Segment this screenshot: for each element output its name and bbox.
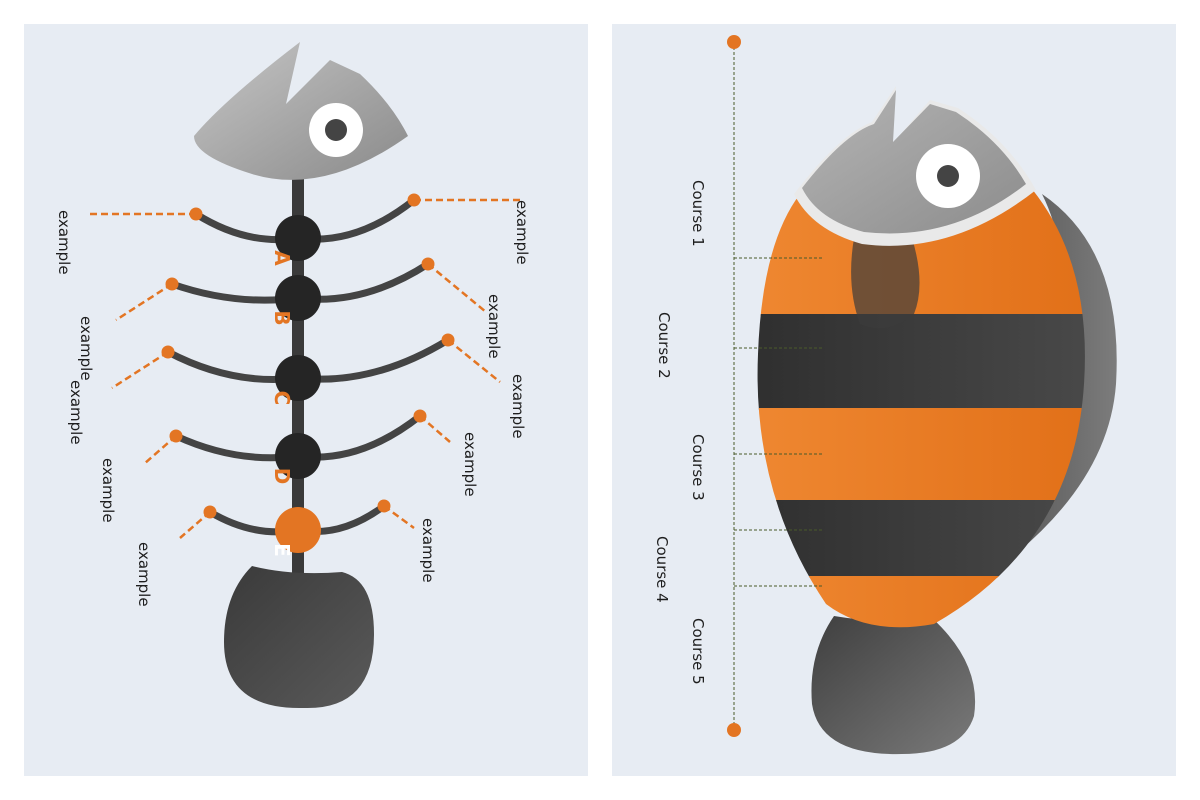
leader-line <box>143 435 177 465</box>
leader-line <box>115 282 173 322</box>
example-label: example <box>55 210 73 275</box>
node-circle <box>275 215 321 261</box>
bone-end-dot <box>421 257 435 271</box>
course-label: Course 4 <box>653 536 671 603</box>
leader-line <box>427 263 487 313</box>
fish-head <box>794 86 1036 246</box>
node-letter: D <box>270 468 294 485</box>
stripe-dark-2 <box>757 500 1085 578</box>
example-label: example <box>419 518 437 583</box>
course-label: Course 2 <box>655 312 673 379</box>
node-circle <box>275 275 321 321</box>
example-label: example <box>77 316 95 381</box>
bone-end-dot <box>189 207 203 221</box>
example-label: example <box>513 200 531 265</box>
example-label: example <box>135 542 153 607</box>
bone-end-dot <box>407 193 421 207</box>
bone-labels: exampleexampleexampleexampleexampleexamp… <box>55 200 531 607</box>
fish-tail <box>811 616 976 755</box>
bone-end-dot <box>161 345 175 359</box>
node-letter: E <box>270 543 294 557</box>
example-label: example <box>99 458 117 523</box>
fish-pupil <box>325 119 347 141</box>
course-label: Course 1 <box>689 180 707 247</box>
course-labels: Course 1 Course 2 Course 3 Course 4 Course 5 <box>653 180 707 685</box>
bone-end-dot <box>377 499 391 513</box>
leader-line <box>179 511 211 539</box>
striped-fish-diagram: Course 1 Course 2 Course 3 Course 4 Course 5 <box>653 35 1117 755</box>
bone-end-dot <box>169 429 183 443</box>
node-letter: A <box>270 250 294 266</box>
stripe-dark-1 <box>757 314 1085 410</box>
course-label: Course 3 <box>689 434 707 501</box>
course-label: Course 5 <box>689 618 707 685</box>
gill-fin <box>851 238 920 329</box>
fish-tail <box>224 566 374 709</box>
node-letter: B <box>270 310 294 325</box>
example-label: example <box>509 374 527 439</box>
fish-pupil <box>937 165 959 187</box>
bone-end-dot <box>441 333 455 347</box>
stripe-orange-2 <box>757 408 1085 502</box>
node-circle <box>275 507 321 553</box>
bone-end-dot <box>413 409 427 423</box>
timeline-start-dot <box>727 35 741 49</box>
leader-line <box>419 415 451 443</box>
timeline-end-dot <box>727 723 741 737</box>
leader-line <box>447 339 501 383</box>
bone-end-dot <box>165 277 179 291</box>
example-label: example <box>461 432 479 497</box>
striped-fish-panel: Course 1 Course 2 Course 3 Course 4 Course 5 <box>612 24 1176 776</box>
node-letter: C <box>270 391 294 406</box>
bone-end-dot <box>203 505 217 519</box>
example-label: example <box>485 294 503 359</box>
leader-line <box>111 350 169 390</box>
fish-head <box>194 42 408 180</box>
node-circle <box>275 355 321 401</box>
node-circle <box>275 433 321 479</box>
example-label: example <box>67 380 85 445</box>
side-fin <box>976 194 1117 584</box>
bone-nodes: A B C D E <box>270 215 321 557</box>
